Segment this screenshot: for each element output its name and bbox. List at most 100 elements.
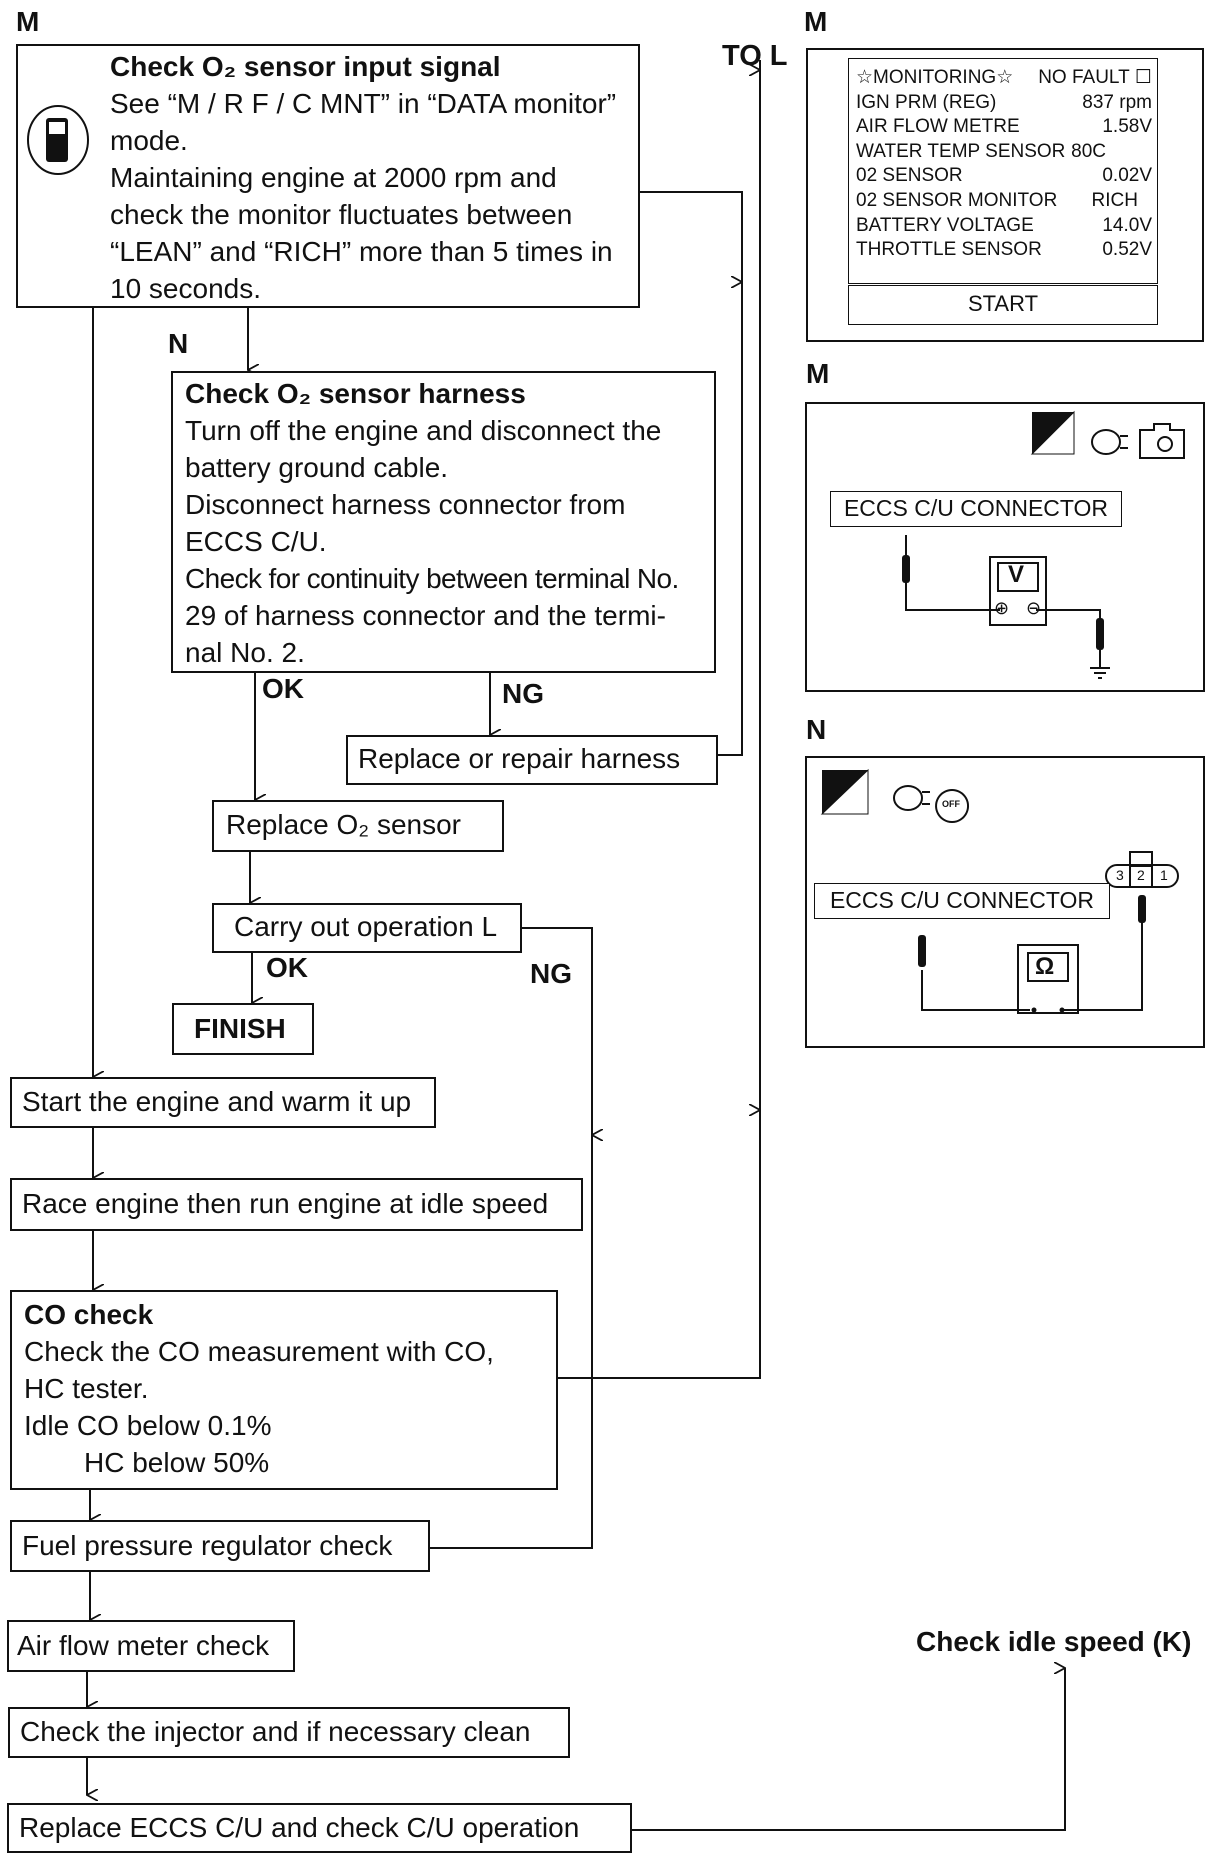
- monitor-row-value: 14.0V: [1102, 214, 1152, 236]
- step-line: 10 seconds.: [110, 273, 261, 304]
- monitor-row-label: WATER TEMP SENSOR: [856, 140, 1066, 162]
- line-co-to-l: [558, 758, 761, 1379]
- step-line: ECCS C/U.: [185, 526, 327, 557]
- marker-m-main: M: [16, 6, 40, 37]
- pin-label-1: 1: [1160, 867, 1168, 883]
- step-check-o2-signal: Check O₂ sensor input signal See “M / R …: [16, 44, 640, 308]
- step-replace-harness: Replace or repair harness: [346, 735, 718, 785]
- monitor-row: BATTERY VOLTAGE 14.0V: [856, 214, 1152, 239]
- voltmeter-symbol: V: [1008, 561, 1025, 588]
- step-check-o2-signal-title: Check O₂ sensor input signal: [110, 51, 501, 82]
- monitor-header-left: ☆MONITORING☆: [856, 67, 1014, 88]
- marker-m-monitor: M: [804, 6, 828, 37]
- engine-icon-m: [1139, 423, 1185, 459]
- step-replace-o2: Replace O₂ sensor: [212, 800, 504, 852]
- minus-terminal-symbol: ⊖: [1026, 598, 1042, 618]
- step-line: “LEAN” and “RICH” more than 5 times in: [110, 236, 613, 267]
- step-fuel-pressure: Fuel pressure regulator check: [10, 1520, 430, 1572]
- step-line: See “M / R F / C MNT” in “DATA monitor”: [110, 88, 617, 119]
- probe-tip-plus: [902, 555, 910, 583]
- step-line: mode.: [110, 125, 188, 156]
- step-line: Turn off the engine and disconnect the: [185, 415, 662, 446]
- consult-tester-icon: [27, 105, 89, 175]
- probe-tip-minus: [1096, 618, 1104, 650]
- voltmeter-body: [989, 556, 1047, 626]
- step-air-flow: Air flow meter check: [7, 1620, 295, 1672]
- step-line: Check the CO measurement with CO,: [24, 1336, 494, 1367]
- line-signal-to-l: [640, 191, 743, 282]
- pin-label-2: 2: [1137, 867, 1145, 883]
- step-co-check: CO check Check the CO measurement with C…: [10, 1290, 558, 1490]
- step-replace-ecu: Replace ECCS C/U and check C/U operation: [7, 1803, 632, 1853]
- line-harness-to-l: [718, 282, 743, 756]
- step-carry-out-l: Carry out operation L: [212, 903, 522, 953]
- monitor-row-label: IGN PRM (REG): [856, 91, 997, 113]
- step-line: battery ground cable.: [185, 452, 449, 483]
- plug-icon-m: [1091, 429, 1121, 455]
- step-finish: FINISH: [172, 1003, 314, 1055]
- probe-wire-plus: [905, 535, 1000, 611]
- monitor-screen: [848, 58, 1158, 284]
- monitor-row-label: BATTERY VOLTAGE: [856, 214, 1034, 236]
- hs-tag: HS: [1052, 438, 1066, 449]
- monitor-start-button[interactable]: START: [848, 285, 1158, 325]
- probe-tip-left: [918, 935, 926, 967]
- plug-icon-n: [893, 785, 923, 811]
- monitor-row-value: 837 rpm: [1082, 91, 1152, 113]
- step-co-check-title: CO check: [24, 1299, 154, 1330]
- monitor-row-value: 0.52V: [1102, 239, 1152, 261]
- step-check-o2-harness: Check O₂ sensor harness Turn off the eng…: [171, 371, 716, 673]
- step-check-o2-harness-title: Check O₂ sensor harness: [185, 378, 526, 409]
- connector-m-label: ECCS C/U CONNECTOR: [830, 491, 1122, 527]
- monitor-row-value: RICH: [1091, 189, 1138, 211]
- line-carry-ng: [430, 927, 593, 1549]
- marker-m-connector: M: [806, 358, 830, 389]
- step-injector: Check the injector and if necessary clea…: [8, 1707, 570, 1758]
- monitor-title: MONITORING: [873, 67, 997, 88]
- ok-label-harness: OK: [262, 673, 304, 704]
- monitor-row: IGN PRM (REG) 837 rpm: [856, 91, 1152, 116]
- monitor-row-label: 02 SENSOR: [856, 165, 963, 187]
- ts-tag: TS: [846, 798, 859, 809]
- monitor-row-label: AIR FLOW METRE: [856, 116, 1020, 138]
- ok-label-carry: OK: [266, 952, 308, 983]
- monitor-readout: ☆MONITORING☆ NO FAULT ☐ IGN PRM (REG) 837…: [856, 66, 1152, 263]
- pin-label-3: 3: [1116, 867, 1124, 883]
- connector-panel-m: [805, 402, 1205, 692]
- probe-wire-left: [921, 970, 1030, 1011]
- monitor-row-label: THROTTLE SENSOR: [856, 239, 1042, 261]
- monitor-row-value: 1.58V: [1102, 116, 1152, 138]
- marker-n-flow: N: [168, 328, 189, 359]
- ohmmeter-symbol: Ω: [1035, 953, 1055, 980]
- monitor-status: NO FAULT: [1038, 67, 1130, 88]
- step-line: nal No. 2.: [185, 637, 305, 668]
- marker-n-connector: N: [806, 714, 827, 745]
- voltmeter-display: [997, 562, 1039, 592]
- ohmmeter-body: [1017, 944, 1079, 1014]
- plus-terminal-symbol: ⊕: [994, 598, 1010, 618]
- monitor-row: AIR FLOW METRE 1.58V: [856, 115, 1152, 140]
- ohmmeter-display: [1027, 952, 1069, 982]
- step-line: HC below 50%: [84, 1447, 270, 1478]
- step-line: Idle CO below 0.1%: [24, 1410, 272, 1441]
- step-line: check the monitor fluctuates between: [110, 199, 573, 230]
- probe-wire-right: [1064, 920, 1143, 1011]
- step-race-engine: Race engine then run engine at idle spee…: [10, 1178, 583, 1231]
- monitor-row: THROTTLE SENSOR 0.52V: [856, 238, 1152, 263]
- step-line: Maintaining engine at 2000 rpm and: [110, 162, 557, 193]
- step-start-engine: Start the engine and warm it up: [10, 1077, 436, 1128]
- line-ecu-to-idle: [632, 1668, 1066, 1831]
- step-line: HC tester.: [24, 1373, 149, 1404]
- step-line: Check for continuity between terminal No…: [185, 563, 679, 594]
- check-idle-speed-label: Check idle speed (K): [916, 1626, 1192, 1657]
- ng-label-harness: NG: [502, 678, 544, 709]
- connector-n-label: ECCS C/U CONNECTOR: [814, 883, 1110, 919]
- monitor-header: ☆MONITORING☆ NO FAULT ☐: [856, 66, 1152, 91]
- off-tag: OFF: [942, 799, 960, 809]
- step-line: Disconnect harness connector from: [185, 489, 626, 520]
- probe-tip-right: [1138, 895, 1146, 923]
- to-l-label: TO L: [722, 40, 788, 72]
